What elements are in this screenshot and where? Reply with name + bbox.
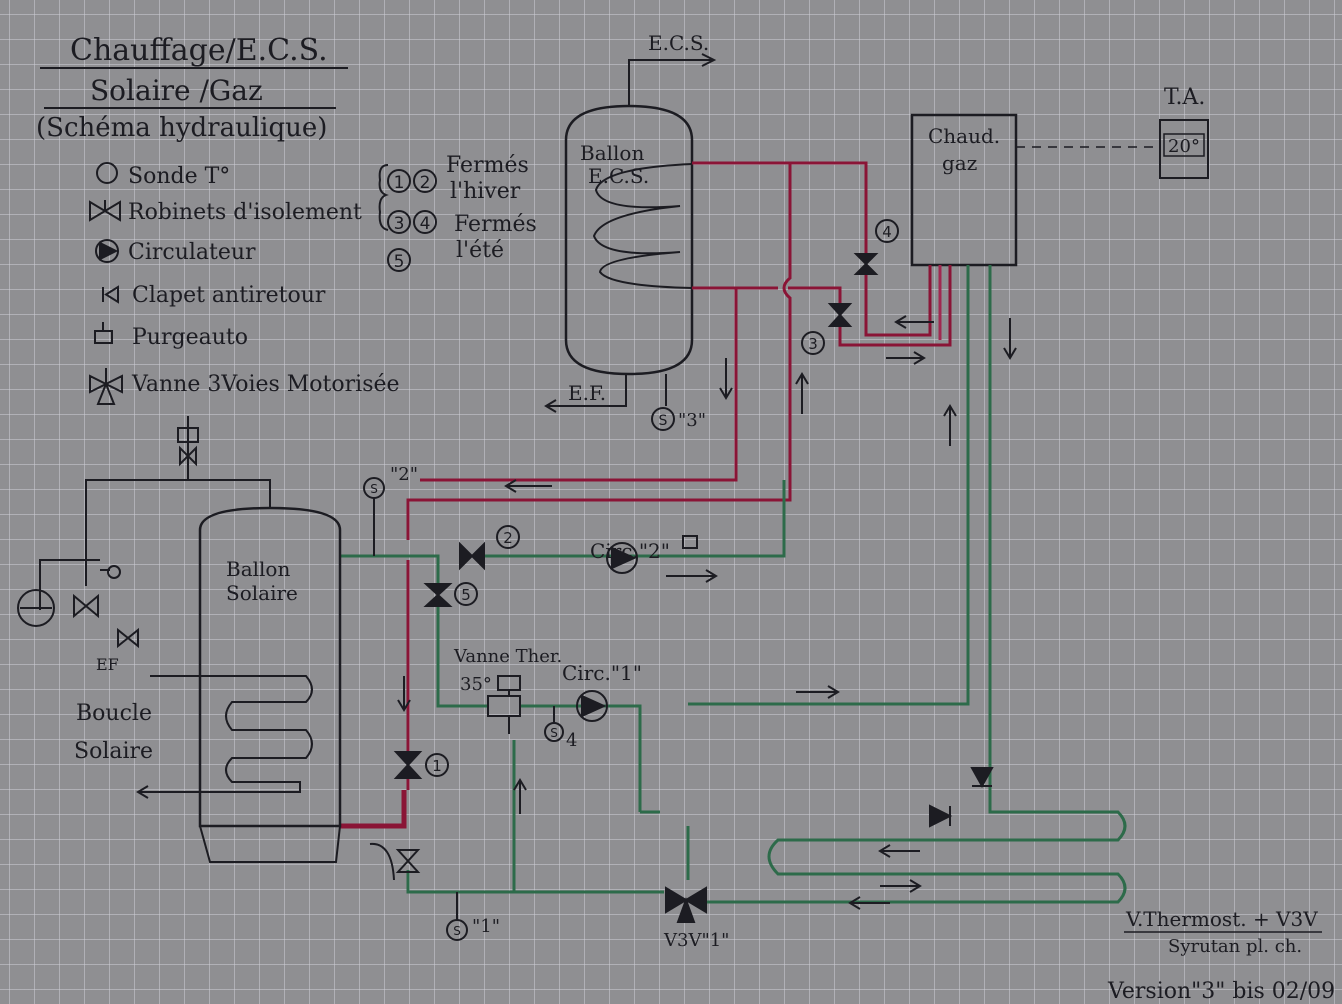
ballon-solaire: Ballon Solaire Boucle Solaire EF [17,416,342,863]
v3v-1-label: V3V"1" [663,930,729,951]
solar-loop-label-2: Solaire [74,739,153,764]
valve-3-icon [827,303,853,327]
legend-v3v-label: Vanne 3Voies Motorisée [131,372,400,397]
thermostat-value: 20° [1168,136,1200,157]
circulator-1-icon [576,690,608,722]
circulator-2-icon [606,542,638,574]
thermostat-label: T.A. [1164,85,1205,110]
title-line1: Chauffage/E.C.S. [70,33,328,68]
version-label: Version"3" bis 02/09 [1107,979,1335,1004]
component-labels: S "2" S "1" S 4 Circ."2" Circ."1" Vanne … [370,219,899,951]
vent-2-icon [682,535,698,549]
green-pipes [340,265,1127,916]
note-closed-2: Fermés [454,212,537,237]
valve-notes: 1 2 Fermés l'hiver 3 4 Fermés l'été 5 [378,153,537,272]
annotation-line1: V.Thermost. + V3V [1125,907,1318,931]
solar-loop-label-1: Boucle [76,701,152,726]
solar-coil [140,675,313,793]
svg-text:1: 1 [432,757,442,775]
boiler-label-1: Chaud. [928,124,1000,148]
legend-vent-label: Purgeauto [132,325,248,350]
ballon-sol-label-2: Solaire [226,581,298,605]
valve-5-icon [423,583,453,607]
circulator-2-label: Circ."2" [590,539,670,563]
flow-arrows [369,315,1017,910]
svg-text:2: 2 [503,529,513,547]
v3v-1-icon [665,886,707,923]
note-circle-1: 1 [394,173,405,193]
note-summer: l'été [456,238,504,263]
thermostatic-valve [487,695,521,717]
check-valve-solar [395,849,421,873]
circulator-1-label: Circ."1" [562,661,642,685]
note-circle-2: 2 [420,173,431,193]
gas-boiler: Chaud. gaz 20° T.A. [910,85,1209,267]
svg-text:S: S [370,482,378,496]
sensor-icon [96,162,118,184]
sensor-4-icon [544,722,564,742]
thermostat [1159,119,1209,179]
sensor-1-label: "1" [472,916,500,937]
vent-icon [94,330,113,344]
valve-2-icon [459,541,485,571]
red-pipes [340,161,952,829]
ballon-ecs-label-2: E.C.S. [588,164,649,188]
annotation-line2: Syrutan pl. ch. [1168,936,1302,957]
cold-water-label: E.F. [568,381,606,405]
note-closed-1: Fermés [446,153,529,178]
svg-text:5: 5 [461,586,471,604]
legend-check-label: Clapet antiretour [132,283,326,308]
title-line3: (Schéma hydraulique) [36,113,327,143]
ballon-ecs-label-1: Ballon [580,141,644,165]
legend-labels: Sonde T° Robinets d'isolement Circulateu… [128,164,400,397]
cold-water-label-2: EF [96,655,119,674]
sensor-3-icon [651,407,675,431]
valve-icon [89,200,121,222]
legend-sensor-label: Sonde T° [128,164,230,189]
legend [89,162,123,405]
svg-text:S: S [659,413,668,429]
ballon-sol-label-1: Ballon [226,557,290,581]
version-annotation: V.Thermost. + V3V Syrutan pl. ch. Versio… [1107,907,1335,1004]
check-valve-icon [102,285,119,304]
title-line2: Solaire /Gaz [90,74,263,107]
sensor-2-label: "2" [390,464,418,485]
check-valve-return [970,767,994,789]
ballon-ecs: Ballon E.C.S. E.C.S. E.F. S "3" [544,31,717,431]
svg-text:3: 3 [808,335,818,353]
note-winter: l'hiver [450,179,521,204]
ecs-coil [592,163,693,289]
note-circle-5: 5 [394,252,405,272]
check-valve-floor [929,804,953,828]
thermo-valve-label-2: 35° [460,674,492,695]
boiler-label-2: gaz [942,151,977,175]
motorized-valve-icon [89,374,123,405]
note-circle-4: 4 [420,214,431,234]
svg-text:S: S [550,726,558,740]
note-circle-3: 3 [394,214,405,234]
expansion-vessel [17,589,55,627]
valve-1-icon [393,751,423,779]
thermo-valve-label-1: Vanne Ther. [453,646,562,667]
sensor-3-label: "3" [678,410,706,431]
legend-valve-label: Robinets d'isolement [128,200,362,225]
legend-pump-label: Circulateur [128,240,256,265]
svg-text:4: 4 [882,223,892,241]
sensor-4-label: 4 [566,730,577,751]
components [363,253,994,941]
valve-4-icon [853,253,879,275]
ecs-outlet-label: E.C.S. [648,31,709,55]
svg-text:S: S [453,924,461,938]
title-block: Chauffage/E.C.S. Solaire /Gaz (Schéma hy… [36,33,348,143]
